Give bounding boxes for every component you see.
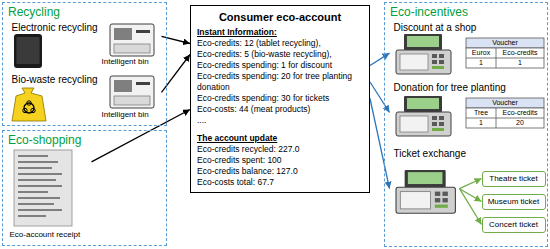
node-text: Eco-credits: 12 (tablet recycling), — [197, 38, 363, 49]
intelligent-bin-icon — [110, 76, 154, 108]
node-heading: Recycling — [8, 5, 60, 19]
node-heading: Eco-incentives — [390, 5, 468, 19]
node-text: Eco-credits: 5 (bio-waste recycling), — [197, 49, 363, 60]
voucher-table-grid — [466, 98, 544, 128]
table-cell: 1 — [496, 58, 544, 68]
flow-arrow — [162, 36, 191, 43]
recycling-station: Electronic recyclingIntelligent bin — [8, 20, 162, 68]
voucher-table-grid — [466, 38, 544, 68]
ticket-box: Concert ticket — [482, 217, 546, 233]
flow-arrow — [370, 99, 390, 189]
node-heading: Eco-shopping — [8, 133, 81, 147]
node-text: Intelligent bin — [102, 57, 149, 67]
payment-terminal-icon — [396, 170, 455, 213]
node-text: Eco-credits spent: 100 — [197, 155, 363, 166]
node-heading: Discount at a shop — [394, 22, 477, 34]
group-panel: Eco-shoppingEco-account receipt — [2, 130, 167, 246]
flow-arrow — [162, 55, 191, 93]
ticket-box: Theatre ticket — [482, 171, 546, 187]
flow-arrow — [370, 82, 390, 113]
node-heading: Donation for tree planting — [394, 82, 506, 94]
node-text: Instant Information: — [197, 27, 363, 38]
node-heading: Consumer eco-account — [197, 10, 363, 24]
table-cell: 1 — [466, 58, 496, 68]
table-cell: 1 — [466, 118, 496, 128]
node-text: Eco-credits spending: 30 for tickets — [197, 93, 363, 104]
flow-arrow — [92, 110, 191, 162]
incentive-station: Ticket exchange — [390, 146, 460, 242]
intelligent-bin-icon — [110, 24, 154, 56]
tablet-icon — [14, 34, 42, 68]
table-cell: Eco-credits — [496, 108, 544, 118]
receipt-item: Eco-account receipt — [8, 148, 92, 244]
node-text: Intelligent bin — [102, 110, 149, 120]
flow-arrow — [460, 189, 482, 225]
receipt-photo — [14, 150, 72, 226]
table-cell: Eco-credits — [496, 48, 544, 58]
node-heading: Museum ticket — [485, 197, 543, 207]
node-text: Eco-credits recycled: 227.0 — [197, 144, 363, 155]
node-text: Eco-credits spending: 20 for tree planti… — [197, 71, 363, 93]
group-panel: RecyclingElectronic recyclingIntelligent… — [2, 2, 167, 126]
node-text: Eco-credits spending: 1 for discount — [197, 60, 363, 71]
payment-terminal-icon — [396, 96, 451, 136]
table-cell: Tree — [466, 108, 496, 118]
node-text: Eco-costs total: 67.7 — [197, 177, 363, 188]
table-cell: 20 — [496, 118, 544, 128]
biohazard-bag-icon — [12, 88, 46, 121]
node-heading: Concert ticket — [485, 220, 543, 230]
node-heading: Electronic recycling — [12, 22, 98, 34]
node-text: The account update — [197, 133, 363, 144]
node-heading: Ticket exchange — [394, 148, 466, 160]
node-text: Eco-credits balance: 127.0 — [197, 166, 363, 177]
ticket-box: Museum ticket — [482, 194, 546, 210]
flow-arrow — [370, 53, 390, 65]
table-cell: Eurox — [466, 48, 496, 58]
account-box: Consumer eco-accountInstant Information:… — [190, 5, 370, 193]
payment-terminal-icon — [396, 34, 451, 74]
node-text: .... — [197, 115, 363, 126]
node-heading: Eco-account receipt — [10, 230, 81, 240]
node-text: Eco-costs: 44 (meat products) — [197, 104, 363, 115]
flow-arrow — [460, 179, 482, 189]
incentive-station: Discount at a shop — [390, 20, 546, 76]
table-cell: Voucher — [466, 98, 544, 108]
recycling-station: Bio-waste recyclingIntelligent bin — [8, 72, 162, 124]
node-heading: Theatre ticket — [485, 174, 543, 184]
node-heading: Bio-waste recycling — [12, 74, 98, 86]
table-cell: Voucher — [466, 38, 544, 48]
